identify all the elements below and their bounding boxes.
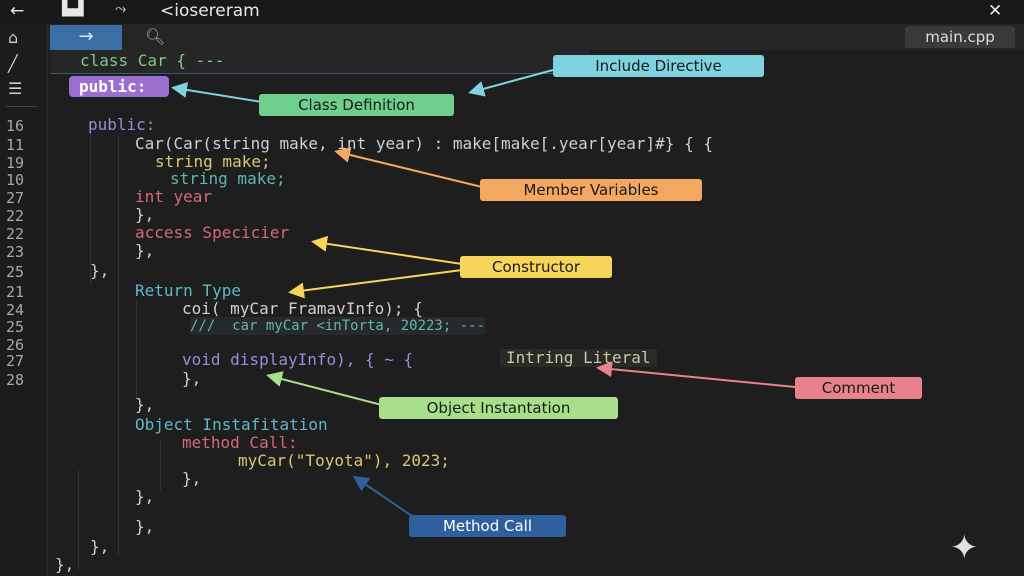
back-icon[interactable]: ← (10, 1, 25, 21)
line-number: 23 (6, 243, 25, 261)
line-number: 22 (6, 207, 25, 225)
run-tab[interactable]: → (50, 25, 122, 50)
code-line: }, (90, 261, 110, 280)
code-line: int year (135, 187, 213, 206)
code-line: }, (135, 241, 155, 260)
code-line: Return Type (135, 281, 241, 300)
line-number: 21 (6, 283, 25, 301)
window-title: <iosereram (160, 1, 260, 21)
arrow-constructor-1 (311, 235, 463, 265)
code-line: string make; (155, 152, 271, 171)
code-line: }, (55, 555, 75, 574)
code-line: void displayInfo), { ~ { (182, 350, 414, 369)
line-number: 25 (6, 318, 25, 336)
line-number: 22 (6, 225, 25, 243)
arrow-include (468, 69, 554, 97)
sparkle-icon: ✦ (950, 528, 979, 568)
code-line: /// car myCar <inTorta, 20223; --- (190, 317, 486, 335)
code-line: }, (135, 487, 155, 506)
code-line: }, (135, 517, 155, 536)
line-number: 27 (6, 352, 25, 370)
breadcrumb-text: class Car { --- (80, 51, 225, 70)
code-line: }, (90, 537, 110, 556)
code-line: }, (135, 395, 155, 414)
tab-bar (48, 24, 1024, 50)
line-number: 27 (6, 189, 25, 207)
arrow-constructor-2 (288, 269, 463, 299)
code-line: }, (182, 369, 202, 388)
pencil-icon[interactable]: ╱ (8, 54, 18, 73)
label-class-definition: Class Definition (259, 94, 454, 116)
breadcrumb: class Car { --- (50, 50, 590, 74)
code-line: string make; (170, 169, 286, 188)
arrow-object (266, 371, 383, 406)
line-number: 25 (6, 263, 25, 281)
label-constructor: Constructor (460, 256, 612, 278)
list-icon[interactable]: ☰ (8, 79, 23, 98)
home-icon[interactable]: ⌂ (8, 28, 19, 47)
code-line: method Call: (182, 433, 298, 452)
arrow-class-def (171, 82, 263, 103)
line-number: 19 (6, 154, 25, 172)
arrow-method (352, 475, 413, 517)
arrow-comment (596, 361, 796, 388)
code-line: }, (182, 469, 202, 488)
code-line: public: (88, 115, 156, 134)
public-badge: public: (69, 76, 169, 97)
line-number: 10 (6, 171, 25, 189)
line-number: 16 (6, 117, 25, 135)
code-line: }, (135, 205, 155, 224)
method-call-line: myCar("Toyota"), 2023; (238, 451, 450, 470)
code-line: Object Instafitation (135, 415, 328, 434)
label-method-call: Method Call (409, 515, 566, 537)
branch-icon[interactable]: ⤳ (115, 1, 127, 17)
title-bar: ← ▙▟ ⤳ <iosereram ✕ (0, 0, 1024, 24)
line-number: 24 (6, 301, 25, 319)
code-line: coi( myCar FramavInfo); { (182, 299, 423, 318)
label-object-instantation: Object Instantation (379, 397, 618, 419)
activity-bar: ⌂ ╱ ☰ (0, 24, 48, 576)
label-member-variables: Member Variables (480, 179, 702, 201)
label-comment: Comment (795, 377, 922, 399)
line-number: 28 (6, 371, 25, 389)
tab-main-cpp[interactable]: main.cpp (905, 26, 1015, 48)
label-include-directive: Include Directive (553, 55, 764, 77)
close-icon[interactable]: ✕ (988, 1, 1003, 21)
layout-icon[interactable]: ▙▟ (62, 1, 84, 17)
search-icon[interactable]: 🔍︎ (145, 27, 166, 46)
code-line: access Specicier (135, 223, 290, 242)
arrow-members (334, 147, 483, 188)
line-number: 11 (6, 136, 25, 154)
line-number: 26 (6, 336, 25, 354)
code-line: Car(Car(string make, int year) : make[ma… (135, 134, 713, 153)
